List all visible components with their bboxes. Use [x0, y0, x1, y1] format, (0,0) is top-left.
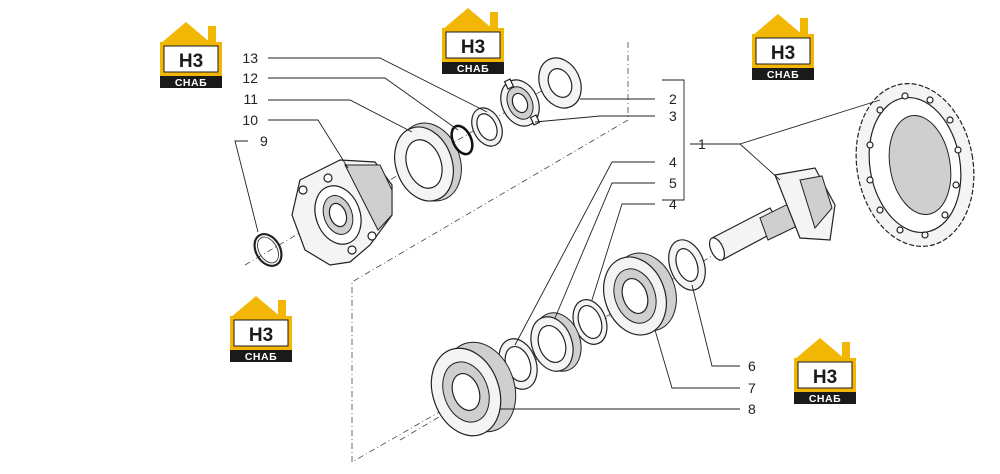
part-washer-13 — [471, 107, 503, 147]
callout-labels: 13 12 11 10 9 2 3 1 4 5 4 6 7 8 — [242, 50, 756, 417]
part-nut — [500, 78, 541, 127]
part-pinion-crown-gear — [708, 83, 975, 261]
callout-8: 8 — [748, 401, 756, 417]
part-race-lower — [498, 338, 538, 390]
callout-6: 6 — [748, 358, 756, 374]
svg-text:СНАБ: СНАБ — [457, 63, 489, 75]
part-snap-ring — [253, 233, 283, 267]
callout-7: 7 — [748, 380, 756, 396]
callout-10: 10 — [242, 112, 258, 128]
part-bearing-8 — [430, 341, 517, 437]
watermark-logo-2: H3 СНАБ — [441, 7, 505, 75]
watermark-logo-5: H3 СНАБ — [793, 337, 857, 405]
watermark-logo-3: H3 СНАБ — [751, 13, 815, 81]
leader-lines — [234, 57, 881, 410]
callout-4-lower: 4 — [669, 196, 677, 212]
svg-text:H3: H3 — [813, 367, 837, 388]
part-race-upper — [572, 299, 608, 345]
callout-9: 9 — [260, 133, 268, 149]
watermark-logo-4: H3 СНАБ — [229, 295, 293, 363]
part-seal — [394, 122, 462, 202]
part-bearing-7 — [603, 252, 677, 336]
callout-13: 13 — [242, 50, 258, 66]
part-lock-washer — [538, 57, 582, 109]
svg-text:H3: H3 — [771, 43, 795, 64]
part-flange — [291, 159, 393, 266]
part-cup — [530, 312, 582, 372]
svg-text:СНАБ: СНАБ — [809, 393, 841, 405]
svg-text:H3: H3 — [249, 325, 273, 346]
callout-4-upper: 4 — [669, 154, 677, 170]
svg-text:СНАБ: СНАБ — [767, 69, 799, 81]
svg-text:H3: H3 — [461, 37, 485, 58]
part-shim — [668, 239, 706, 291]
callout-5: 5 — [669, 175, 677, 191]
callout-1: 1 — [698, 136, 706, 152]
part-o-ring — [450, 124, 474, 156]
callout-3: 3 — [669, 108, 677, 124]
callout-2: 2 — [669, 91, 677, 107]
callout-12: 12 — [242, 70, 258, 86]
svg-text:H3: H3 — [179, 51, 203, 72]
watermark-logo-1: H3 СНАБ — [159, 21, 223, 89]
callout-11: 11 — [243, 91, 258, 107]
svg-text:СНАБ: СНАБ — [245, 351, 277, 363]
svg-text:СНАБ: СНАБ — [175, 77, 207, 89]
